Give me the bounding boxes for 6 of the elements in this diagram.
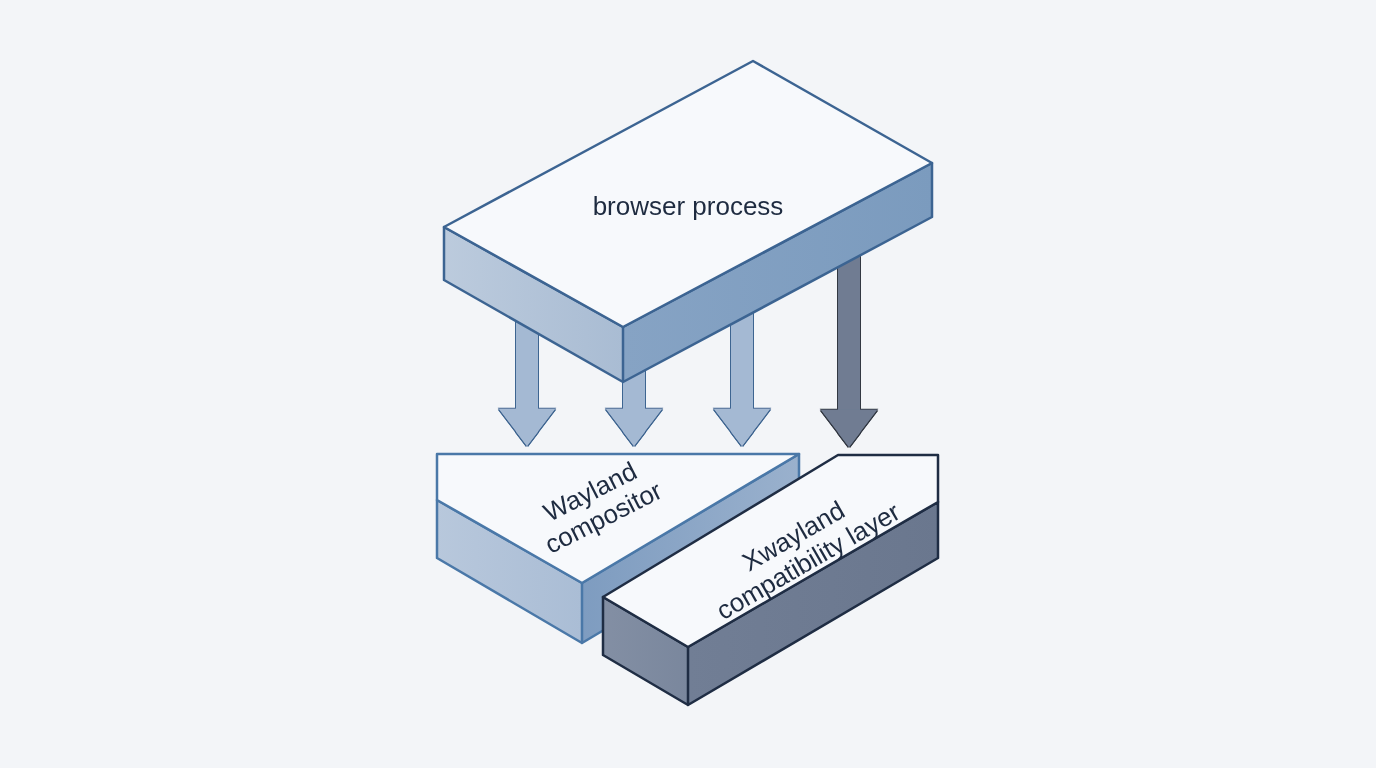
block-arrow bbox=[713, 312, 771, 446]
block-arrow bbox=[498, 321, 556, 446]
block-arrow bbox=[820, 255, 878, 447]
block-arrow bbox=[605, 370, 663, 446]
isometric-slab bbox=[442, 59, 934, 384]
slab-label: browser process bbox=[592, 192, 784, 222]
